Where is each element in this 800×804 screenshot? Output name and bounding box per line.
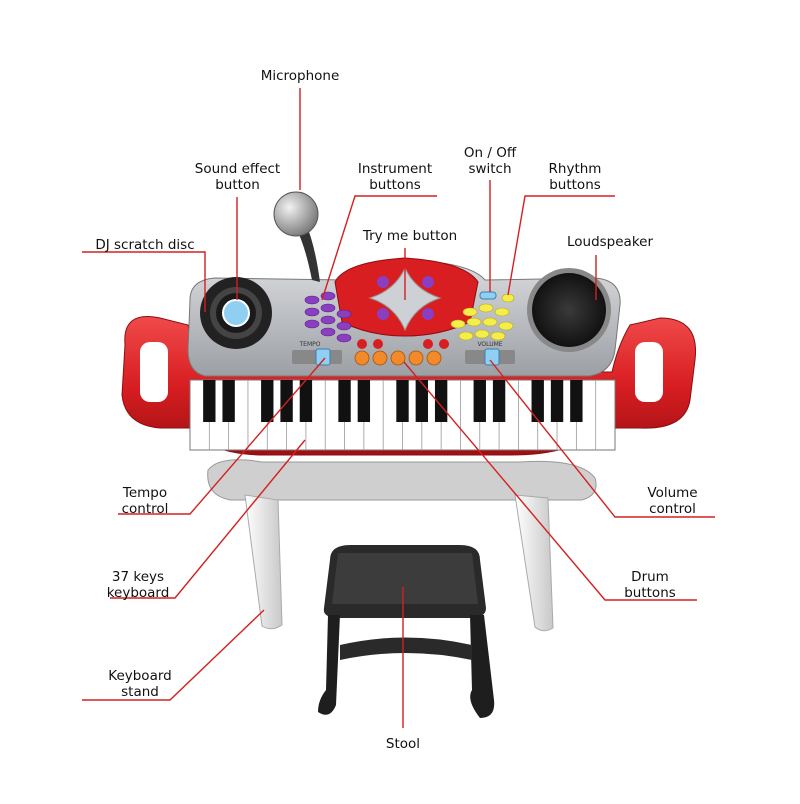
tempo-control: TEMPO (292, 341, 342, 366)
tempo-panel-label: TEMPO (299, 341, 321, 348)
black-key (396, 380, 409, 422)
right-handle (635, 342, 663, 402)
black-key (203, 380, 216, 422)
leader-drum (403, 361, 697, 601)
leader-dj (82, 251, 206, 312)
stool (318, 545, 495, 718)
leader-tempo (118, 357, 326, 515)
volume-control: VOLUME (465, 341, 515, 366)
left-handle (140, 342, 168, 402)
black-key (357, 380, 371, 422)
label-rhythm-buttons: Rhythm buttons (548, 161, 602, 193)
loudspeaker (527, 268, 611, 352)
label-instrument-buttons: Instrument buttons (357, 161, 433, 193)
label-keyboard-stand: Keyboard stand (108, 668, 172, 700)
label-tempo-control: Tempo control (121, 485, 169, 517)
on-off-switch (479, 291, 497, 300)
black-key (261, 380, 274, 422)
label-sound-effect-button: Sound effect button (194, 161, 281, 193)
label-microphone: Microphone (260, 68, 340, 84)
label-dj-scratch-disc: DJ scratch disc (95, 237, 195, 253)
black-key (434, 380, 448, 422)
rhythm-buttons (450, 293, 515, 341)
keyboard-stand (207, 459, 597, 632)
label-try-me-button: Try me button (362, 228, 458, 244)
leader-lines (82, 88, 715, 728)
black-key (415, 380, 428, 422)
label-drum-buttons: Drum buttons (624, 569, 676, 601)
leader-rhythm (507, 195, 615, 296)
label-volume-control: Volume control (647, 485, 698, 517)
keys-keyboard (189, 379, 616, 451)
black-key (473, 380, 486, 422)
black-key (299, 380, 313, 422)
dj-scratch-disc (200, 277, 272, 349)
black-key (222, 380, 235, 422)
volume-panel-label: VOLUME (477, 341, 502, 348)
black-key (550, 380, 564, 422)
leader-volume (489, 359, 715, 518)
leader-stand (82, 609, 265, 701)
label-on-off-switch: On / Off switch (463, 145, 517, 177)
instrument-buttons (304, 291, 352, 343)
label-loudspeaker: Loudspeaker (566, 234, 654, 250)
black-key (492, 380, 506, 422)
leader-instrument (321, 195, 437, 301)
microphone (273, 191, 320, 282)
label-37-keys-keyboard: 37 keys keyboard (106, 569, 170, 601)
drum-buttons (354, 350, 442, 366)
leader-keys (110, 439, 306, 599)
red-function-buttons (357, 339, 449, 349)
black-key (280, 380, 293, 422)
black-key (338, 380, 351, 422)
black-key (531, 380, 544, 422)
black-key (570, 380, 583, 422)
label-stool: Stool (385, 736, 421, 752)
